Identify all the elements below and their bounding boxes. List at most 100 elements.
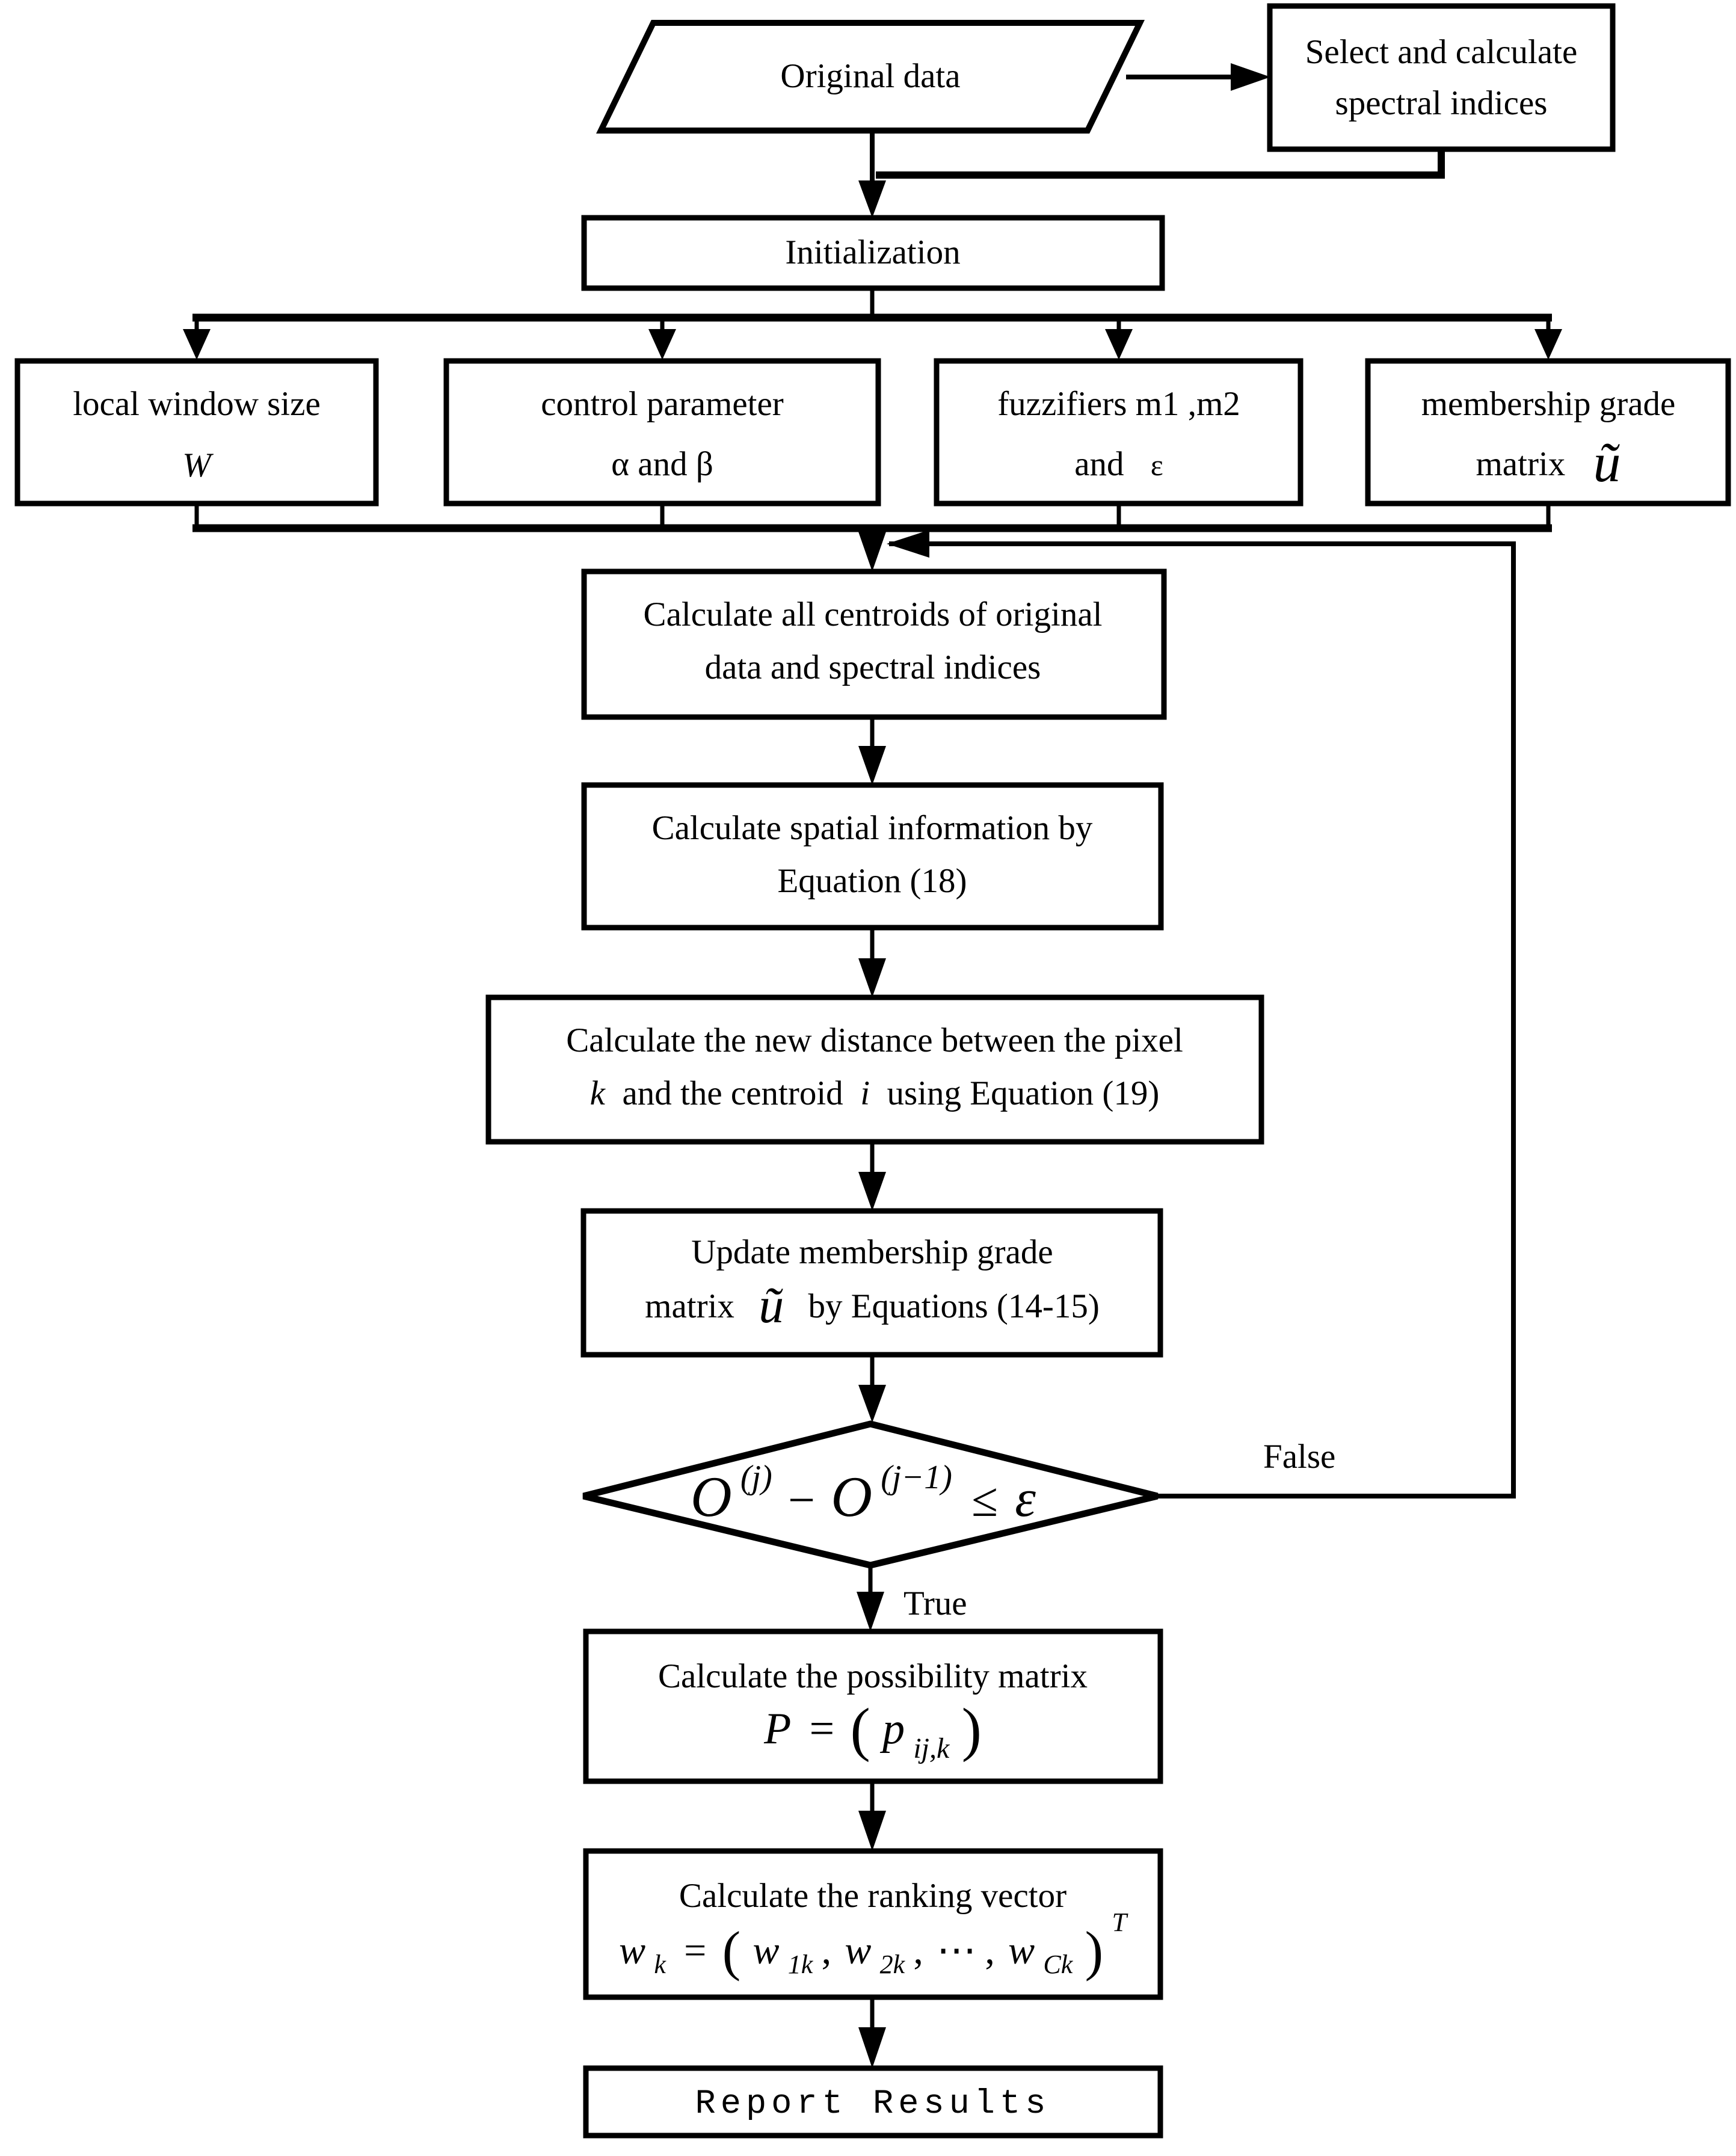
- u-tilde-symbol: ũ: [1593, 432, 1621, 493]
- node-fuzzifiers: fuzzifiers m1 ,m2 and ε: [934, 358, 1304, 507]
- poss-subscript: ij,k: [913, 1732, 950, 1764]
- distance-line1: Calculate the new distance between the p…: [566, 1021, 1183, 1059]
- decision-equation: O (j) − O (j−1) ≤ ε: [691, 1458, 1036, 1529]
- update-matrix-word: matrix: [645, 1287, 734, 1325]
- poss-p-small: p: [879, 1704, 905, 1754]
- node-report-results: Report Results: [583, 2065, 1163, 2139]
- select-spectral-line2: spectral indices: [1335, 84, 1548, 122]
- false-branch-label: False: [1263, 1438, 1335, 1476]
- spatial-box: [581, 782, 1164, 931]
- local-window-line1: local window size: [73, 385, 321, 423]
- arrowhead-into-centroids: [858, 532, 886, 571]
- node-possibility-matrix: Calculate the possibility matrix P = ( p…: [583, 1628, 1163, 1784]
- update-u-tilde-symbol: ũ: [759, 1278, 784, 1334]
- arrowhead-into-update: [858, 1172, 886, 1211]
- select-spectral-box: [1267, 3, 1616, 152]
- possibility-line1: Calculate the possibility matrix: [658, 1657, 1088, 1695]
- rank-w: w: [619, 1929, 645, 1973]
- update-box: [580, 1208, 1163, 1358]
- centroids-line1: Calculate all centroids of original: [644, 596, 1103, 633]
- arrowhead-into-distance: [858, 958, 886, 997]
- spatial-line1: Calculate spatial information by: [652, 809, 1093, 847]
- eq-sup2: (j−1): [881, 1459, 952, 1496]
- node-original-data: Original data: [596, 20, 1145, 134]
- arrowhead-into-fuzzifiers: [1105, 329, 1133, 360]
- arrowhead-into-select: [1231, 63, 1270, 91]
- possibility-box: [583, 1628, 1163, 1784]
- node-calculate-distance: Calculate the new distance between the p…: [485, 994, 1264, 1145]
- arrowhead-into-ranking: [858, 1811, 886, 1851]
- feedback-loop-line: [889, 541, 1516, 1498]
- rank-sup-T: T: [1112, 1908, 1128, 1937]
- node-calculate-spatial: Calculate spatial information by Equatio…: [581, 782, 1164, 931]
- epsilon-symbol: ε: [1151, 448, 1163, 482]
- poss-eq: =: [810, 1704, 835, 1754]
- distance-i: i: [860, 1074, 870, 1112]
- control-parameter-line1: control parameter: [541, 385, 784, 423]
- node-ranking-vector: Calculate the ranking vector w k = ( w 1…: [583, 1848, 1163, 2000]
- membership-grade-line2: matrix ũ: [1476, 432, 1621, 493]
- distance-box: [485, 994, 1264, 1145]
- ranking-equation: w k = ( w 1k , w 2k , ⋯ , w Ck ) T: [619, 1908, 1128, 1982]
- fuzzifiers-box: [934, 358, 1304, 507]
- node-local-window-size: local window size W: [14, 358, 379, 507]
- rank-dots: ⋯: [937, 1929, 976, 1973]
- distance-k: k: [590, 1074, 606, 1112]
- distance-mid: and the centroid: [614, 1074, 852, 1112]
- membership-grade-box: [1365, 358, 1731, 507]
- rank-w3: w: [1008, 1929, 1035, 1973]
- rank-c1: ,: [822, 1929, 832, 1973]
- select-spectral-line1: Select and calculate: [1305, 33, 1578, 71]
- node-update-membership: Update membership grade matrix ũ by Equa…: [580, 1208, 1163, 1358]
- local-window-box: [14, 358, 379, 507]
- original-data-label: Original data: [780, 57, 960, 95]
- rank-w2: w: [845, 1929, 871, 1973]
- eq-epsilon: ε: [1015, 1470, 1036, 1528]
- arrowhead-into-possibility: [857, 1592, 884, 1631]
- membership-matrix-word: matrix: [1476, 445, 1565, 483]
- control-parameter-line2: α and β: [611, 445, 713, 483]
- initialization-box: [581, 215, 1165, 291]
- arrowhead-into-spatial: [858, 746, 886, 785]
- arrowhead-into-decision: [858, 1385, 886, 1423]
- rank-w1: w: [753, 1929, 780, 1973]
- initialization-label: Initialization: [785, 233, 960, 271]
- node-calculate-centroids: Calculate all centroids of original data…: [581, 568, 1167, 720]
- connectors: [183, 63, 1562, 2068]
- node-membership-grade: membership grade matrix ũ: [1365, 358, 1731, 507]
- local-window-symbol: W: [182, 446, 214, 484]
- eq-leq: ≤: [971, 1474, 998, 1527]
- eq-o2: O: [831, 1465, 872, 1529]
- rank-eq: =: [684, 1929, 706, 1973]
- update-line2: matrix ũ by Equations (14-15): [645, 1278, 1100, 1334]
- arrowhead-into-report: [858, 2027, 886, 2068]
- eq-sup1: (j): [740, 1459, 772, 1496]
- rank-s3: Ck: [1043, 1950, 1073, 1979]
- connector-select-to-spine: [876, 149, 1445, 179]
- node-select-spectral-indices: Select and calculate spectral indices: [1267, 3, 1616, 152]
- fuzzifiers-line2: and ε: [1074, 445, 1163, 483]
- eq-minus: −: [788, 1474, 815, 1527]
- node-control-parameter: control parameter α and β: [443, 358, 881, 507]
- rank-wsub: k: [654, 1950, 666, 1979]
- centroids-box: [581, 568, 1167, 720]
- membership-grade-line1: membership grade: [1421, 385, 1676, 423]
- report-box: [583, 2065, 1163, 2139]
- poss-lparen: (: [851, 1696, 870, 1763]
- arrowhead-into-control-parameter: [648, 329, 676, 360]
- rank-c3: ,: [985, 1929, 995, 1973]
- possibility-equation: P = ( p ij,k ): [763, 1696, 982, 1766]
- ranking-box: [583, 1848, 1163, 2000]
- rank-c2: ,: [913, 1929, 923, 1973]
- node-decision-convergence: O (j) − O (j−1) ≤ ε: [582, 1420, 1159, 1569]
- eq-o1: O: [691, 1465, 732, 1529]
- centroids-line2: data and spectral indices: [705, 648, 1041, 686]
- update-line1: Update membership grade: [691, 1233, 1053, 1271]
- fuzzifiers-and: and: [1074, 445, 1124, 483]
- arrowhead-into-local-window: [183, 329, 211, 360]
- arrowhead-feedback-into-spine: [887, 530, 929, 558]
- ranking-line1: Calculate the ranking vector: [679, 1877, 1067, 1915]
- distance-rest: using Equation (19): [878, 1074, 1159, 1112]
- poss-P: P: [763, 1704, 791, 1754]
